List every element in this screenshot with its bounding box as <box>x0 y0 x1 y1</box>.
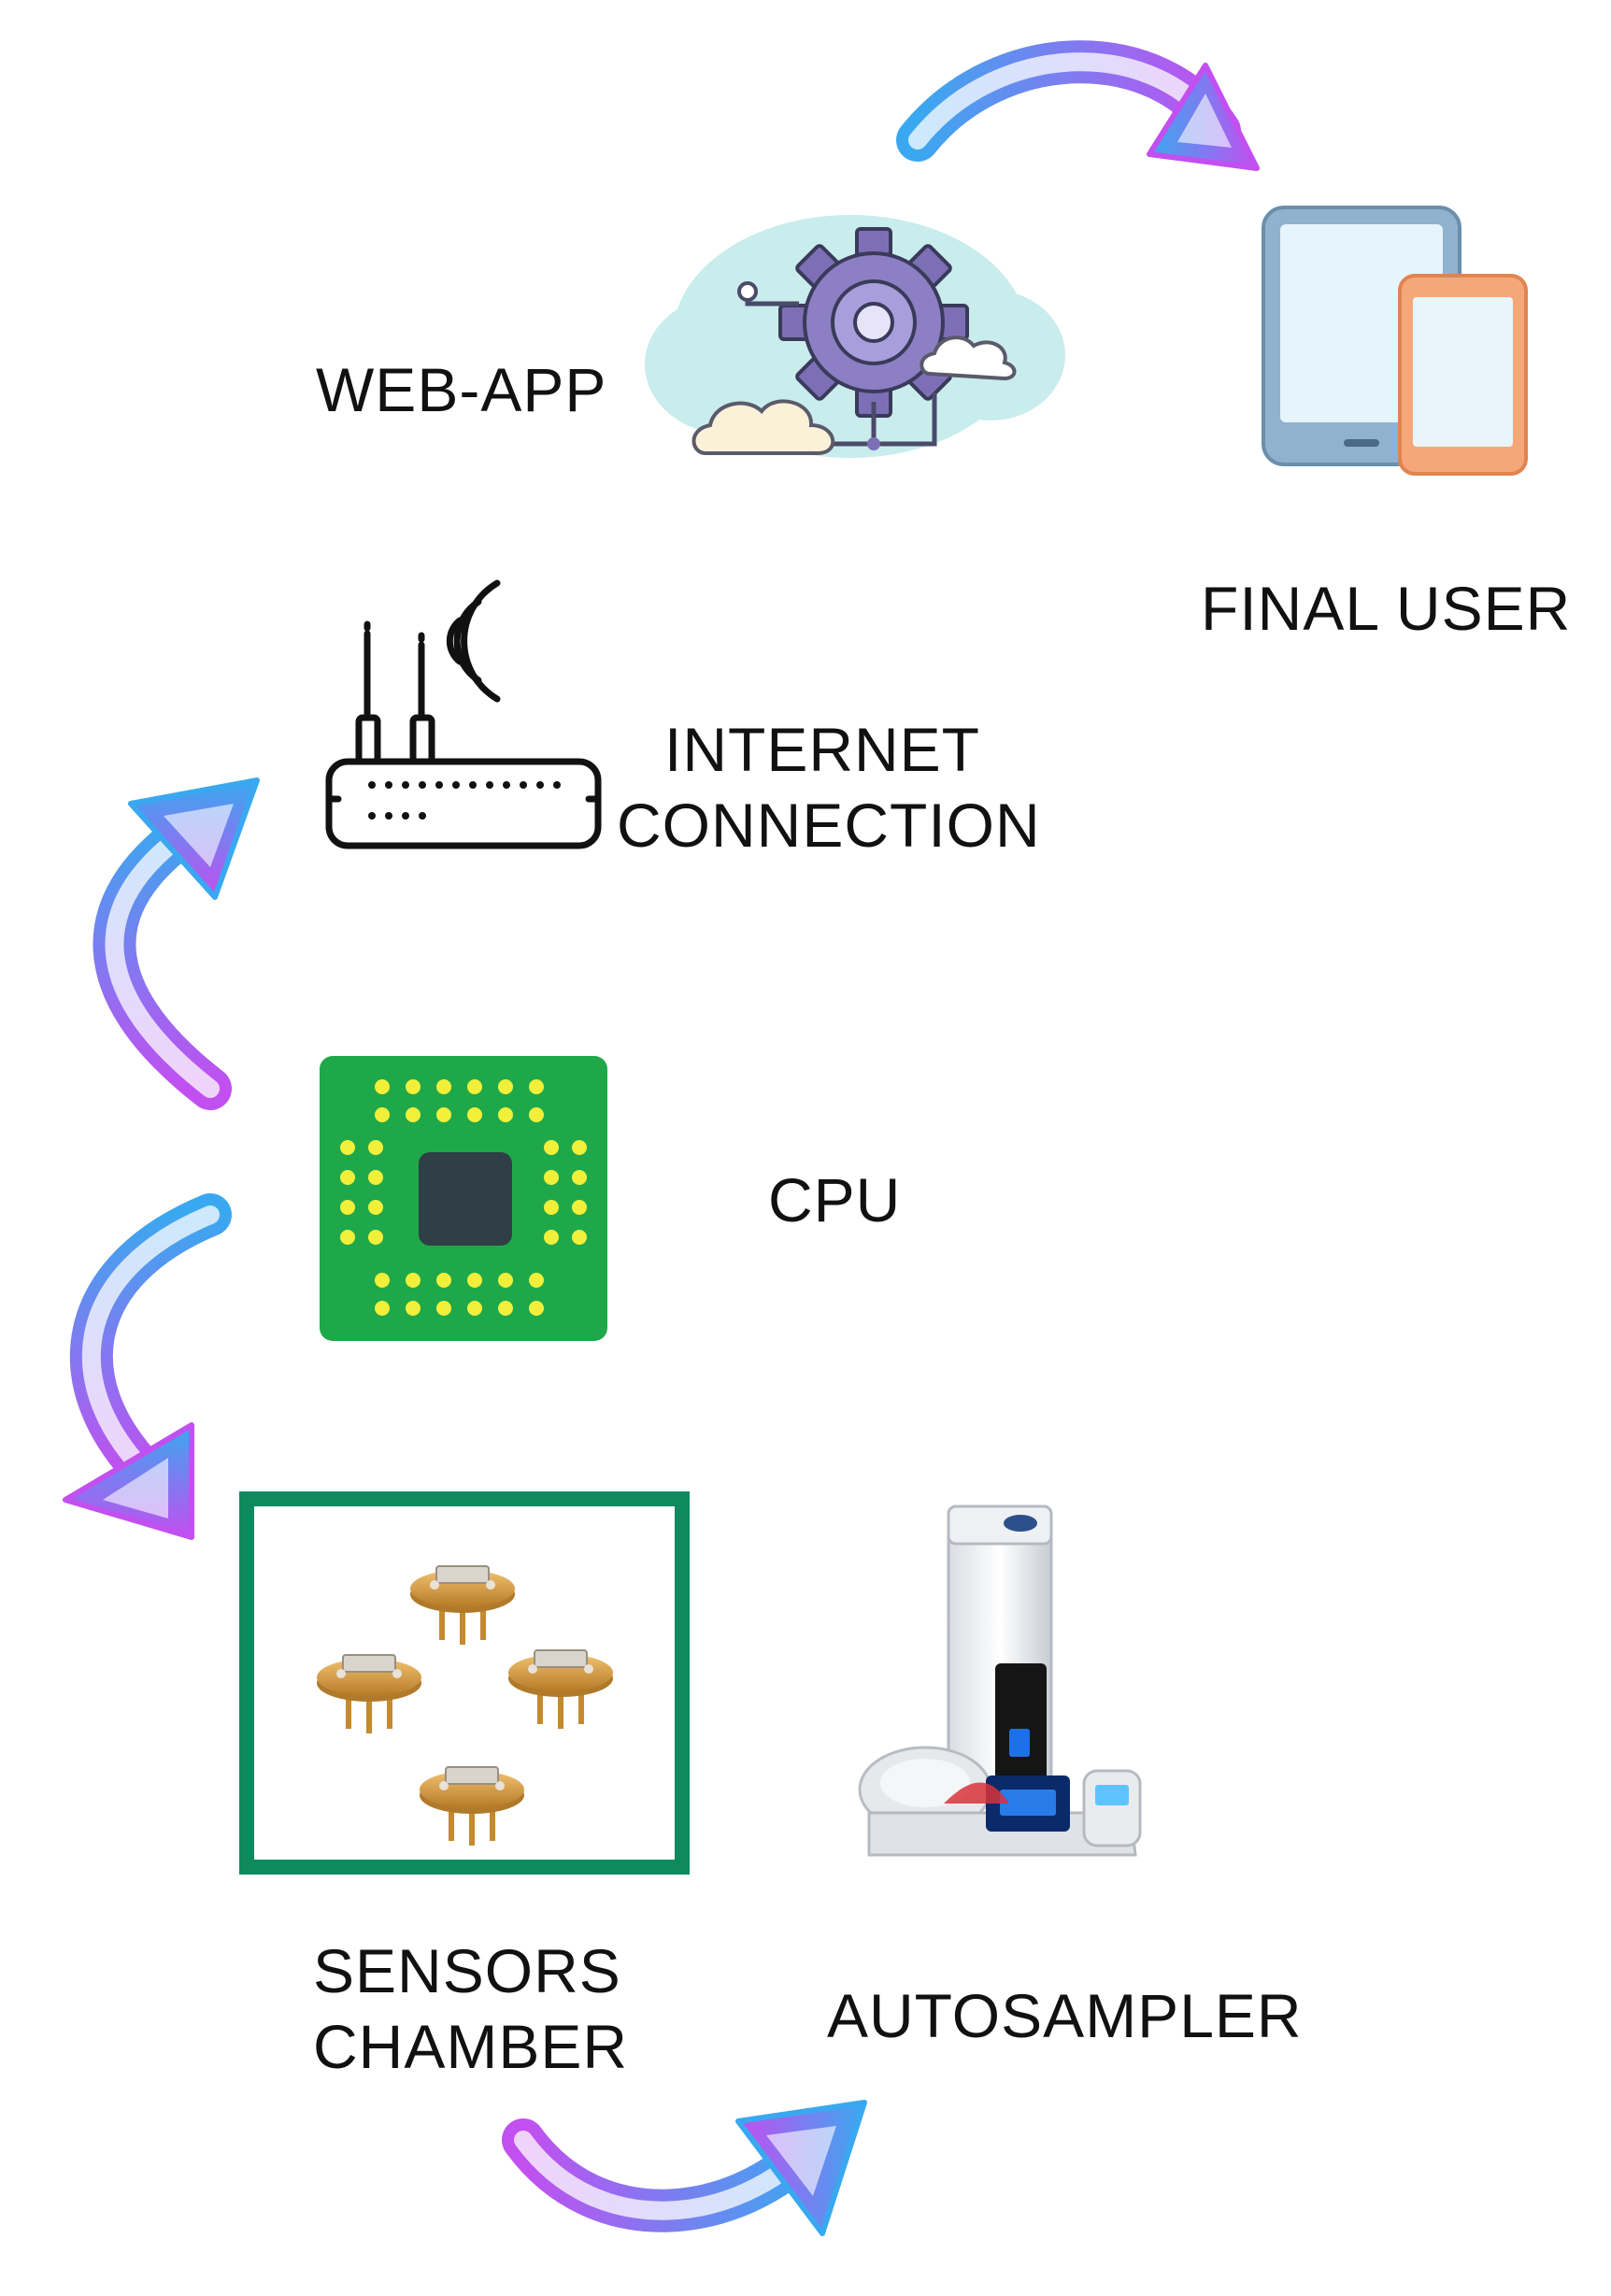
cpu-pin <box>436 1273 451 1288</box>
cpu-pin <box>368 1140 383 1155</box>
cpu-pin <box>375 1273 390 1288</box>
cpu-pin <box>498 1079 513 1094</box>
autosampler-instrument-icon <box>858 1505 1142 1857</box>
arrow-sensors-to-autosampler <box>502 2100 867 2236</box>
cpu-pin <box>544 1200 559 1215</box>
sensors-chamber-icon <box>239 1491 690 1875</box>
cpu-pin <box>467 1301 482 1316</box>
cpu-pin <box>340 1200 355 1215</box>
cpu-pin <box>529 1107 544 1122</box>
cpu-pin <box>498 1301 513 1316</box>
sensors-label-line2: CHAMBER <box>313 2012 629 2082</box>
cpu-pin <box>498 1273 513 1288</box>
cpu-pin <box>436 1079 451 1094</box>
cpu-pin <box>340 1140 355 1155</box>
cpu-pin <box>544 1230 559 1245</box>
cpu-pin <box>572 1200 587 1215</box>
cpu-pin <box>498 1107 513 1122</box>
router-leds <box>368 781 561 820</box>
gas-sensor <box>420 1766 524 1846</box>
tablet-phone-icon <box>1262 206 1528 476</box>
cpu-pin <box>544 1170 559 1185</box>
arrow-cpu-to-internet <box>93 777 260 1110</box>
internet-label-line2: CONNECTION <box>617 791 1041 861</box>
cpu-pin <box>375 1079 390 1094</box>
cpu-pin <box>406 1301 421 1316</box>
cpu-pin <box>368 1230 383 1245</box>
cpu-chip-icon <box>320 1056 607 1341</box>
cpu-pin <box>467 1107 482 1122</box>
arrow-cpu-to-sensors <box>63 1193 232 1540</box>
gas-sensor <box>508 1649 613 1729</box>
cpu-pin <box>368 1200 383 1215</box>
web-app-label: WEB-APP <box>316 355 607 424</box>
cpu-pin <box>572 1230 587 1245</box>
cpu-pin <box>406 1107 421 1122</box>
cpu-label: CPU <box>768 1165 902 1234</box>
cpu-pin <box>529 1301 544 1316</box>
cpu-pin <box>529 1079 544 1094</box>
autosampler-label: AUTOSAMPLER <box>827 1981 1303 2050</box>
final-user-label: FINAL USER <box>1201 574 1572 643</box>
cpu-pin <box>406 1079 421 1094</box>
cpu-pin <box>572 1140 587 1155</box>
cpu-pin <box>436 1301 451 1316</box>
internet-label-line1: INTERNET <box>664 715 980 784</box>
cpu-pin <box>406 1273 421 1288</box>
internet-connection-label: INTERNET CONNECTION <box>617 713 1041 863</box>
sensors-chamber-label: SENSORS CHAMBER <box>313 1934 628 2084</box>
cpu-pin <box>368 1170 383 1185</box>
gas-sensor <box>317 1654 421 1733</box>
cpu-pin <box>436 1107 451 1122</box>
cpu-pin <box>340 1230 355 1245</box>
cloud-gear-icon <box>645 215 1065 458</box>
cpu-pin <box>572 1170 587 1185</box>
cpu-pin <box>375 1301 390 1316</box>
cpu-pin <box>340 1170 355 1185</box>
wifi-router-icon <box>325 579 602 849</box>
cpu-pin <box>467 1079 482 1094</box>
arrow-webapp-to-user <box>896 40 1260 171</box>
cpu-pin <box>544 1140 559 1155</box>
cpu-pin <box>375 1107 390 1122</box>
gas-sensor <box>410 1565 515 1645</box>
sensors-label-line1: SENSORS <box>313 1936 621 2005</box>
cpu-pin <box>529 1273 544 1288</box>
cpu-pin <box>467 1273 482 1288</box>
